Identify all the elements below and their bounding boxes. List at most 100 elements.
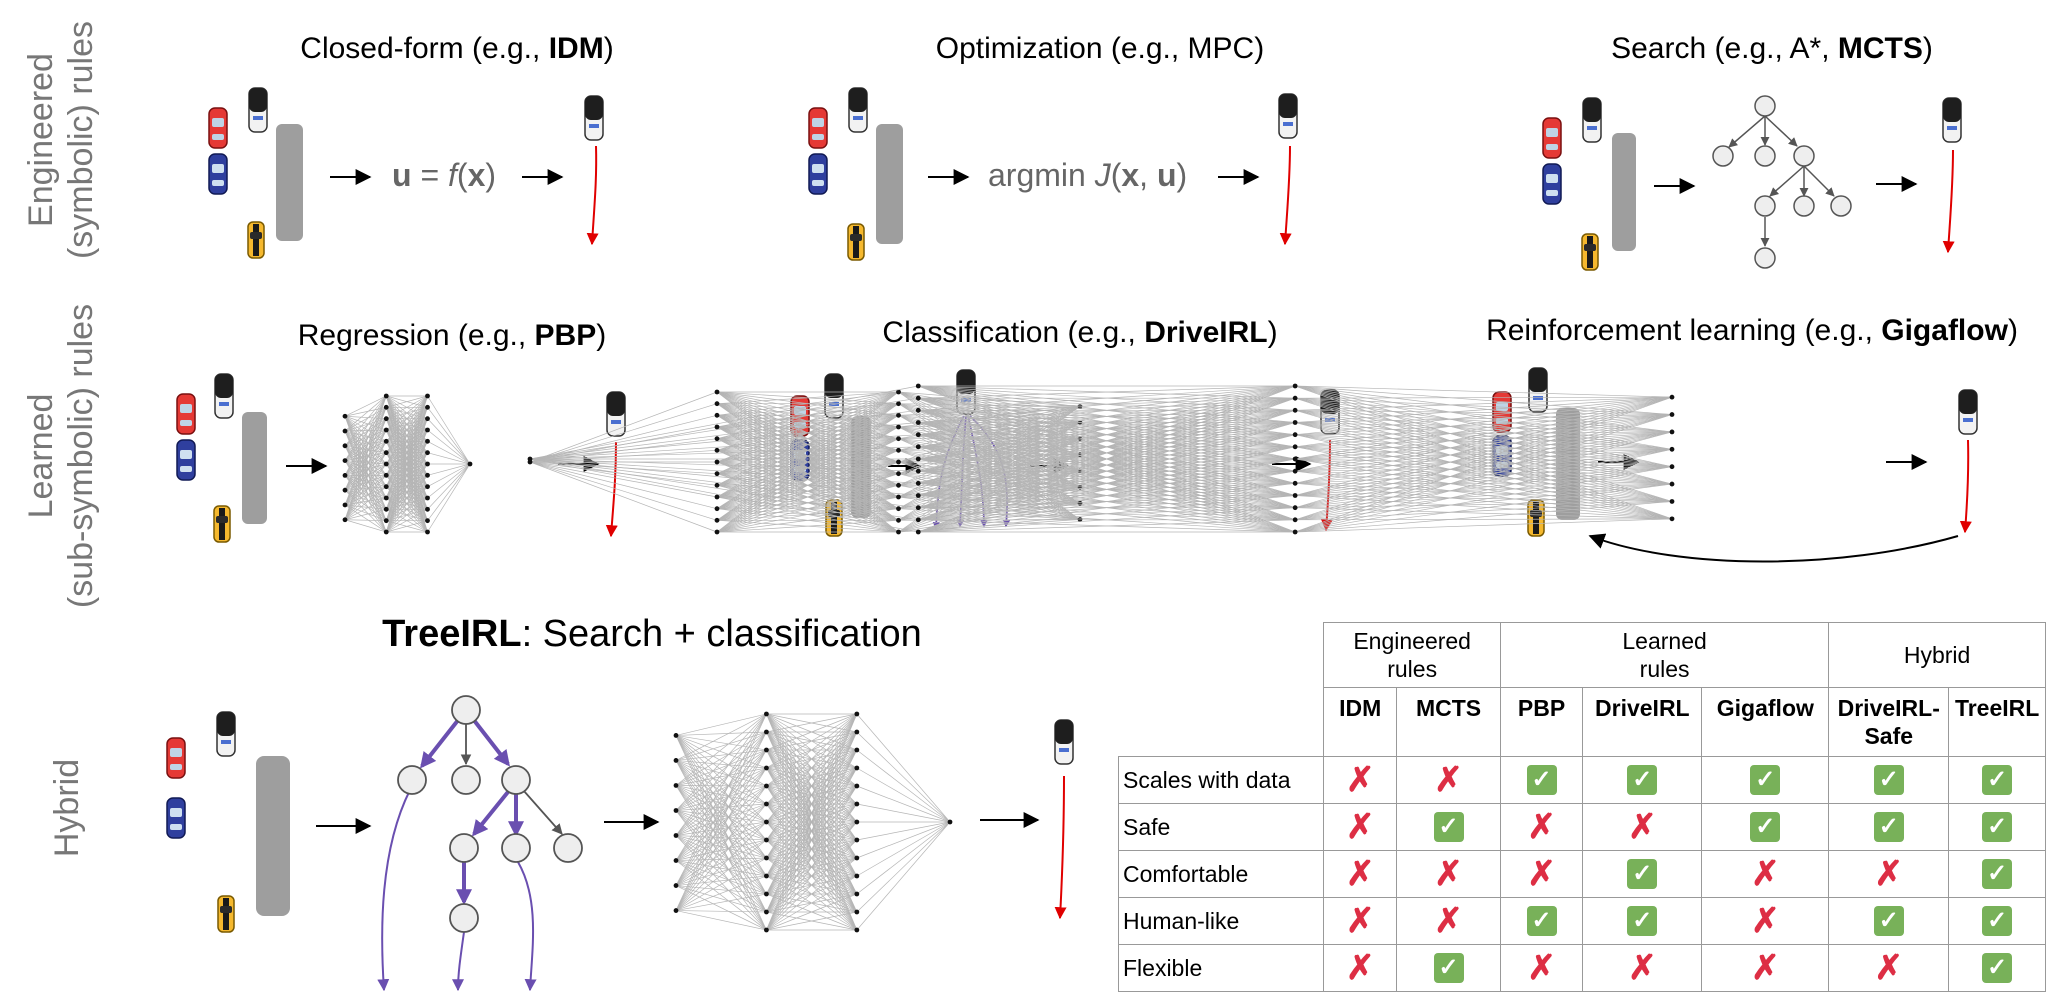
table-column-header: PBP [1499, 687, 1584, 757]
check-mark-icon: ✓ [1873, 765, 1904, 795]
car-icon [213, 505, 231, 543]
car-icon [214, 373, 234, 419]
nn-neuron-icon [425, 518, 430, 524]
nn-neuron-icon [425, 450, 430, 456]
table-value-cell: ✓ [1828, 756, 1950, 804]
table-value-cell: ✗ [1396, 756, 1501, 804]
tree-node-icon [501, 833, 531, 863]
neural-network [673, 711, 953, 933]
table-column-header: TreeIRL [1948, 687, 2046, 757]
row-label-learned-line1: Learned [22, 394, 60, 519]
table-criterion-cell: Comfortable [1117, 850, 1325, 898]
cross-mark-icon: ✗ [1751, 855, 1780, 893]
nn-neuron-icon [764, 729, 769, 735]
nn-neuron-icon [527, 456, 533, 462]
check-mark-icon: ✓ [1873, 906, 1904, 936]
car-icon [606, 391, 626, 437]
car-icon [584, 95, 604, 141]
panel-title-optimization: Optimization (e.g., MPC) [936, 32, 1264, 65]
table-value-cell: ✓ [1499, 756, 1584, 804]
nn-neuron-icon [854, 801, 860, 807]
cross-mark-icon: ✗ [1874, 949, 1904, 987]
table-group-label-line1: Engineered [1353, 628, 1471, 654]
cross-mark-icon: ✗ [1345, 808, 1375, 846]
table-criterion-cell: Safe [1117, 803, 1325, 851]
table-value-cell: ✗ [1582, 944, 1703, 992]
nn-neuron-icon [915, 480, 921, 486]
nn-neuron-icon [342, 443, 348, 449]
nn-neuron-icon [854, 873, 860, 879]
row-label-learned-line2: (sub-symbolic) rules [62, 304, 100, 608]
nn-neuron-icon [915, 444, 921, 450]
cross-mark-icon: ✗ [1434, 761, 1463, 799]
nn-neuron-icon [383, 506, 389, 512]
check-mark-icon: ✓ [1526, 906, 1557, 936]
nn-neuron-icon [673, 833, 679, 838]
nn-neuron-icon [896, 401, 901, 407]
tree-node-icon [397, 765, 427, 795]
nn-neuron-icon [714, 436, 720, 442]
formula-optimization: argmin J(x, u) [988, 157, 1187, 193]
nn-neuron-icon [1292, 432, 1298, 438]
car-icon [176, 439, 196, 481]
nn-neuron-icon [425, 461, 430, 467]
search-tree [1728, 115, 1835, 247]
nn-neuron-icon [896, 482, 901, 488]
nn-neuron-icon [714, 401, 720, 407]
nn-neuron-icon [383, 416, 389, 422]
nn-neuron-icon [896, 506, 901, 512]
nn-neuron-icon [947, 819, 953, 825]
nn-neuron-icon [896, 447, 901, 453]
nn-neuron-icon [896, 436, 901, 442]
cross-mark-icon: ✗ [1434, 902, 1463, 940]
nn-neuron-icon [915, 407, 921, 413]
wall-shape [256, 756, 290, 916]
check-mark-icon: ✓ [1982, 812, 2013, 842]
treeirl-branch-trajectories [377, 789, 537, 992]
nn-neuron-icon [896, 529, 901, 535]
tree-node-icon [553, 833, 583, 863]
table-column-header-line1: PBP [1517, 695, 1566, 721]
car-icon [1958, 389, 1978, 435]
table-value-cell: ✗ [1323, 803, 1398, 851]
table-value-cell: ✗ [1582, 803, 1703, 851]
table-column-header-line1: DriveIRL [1595, 695, 1690, 721]
check-mark-icon: ✓ [1526, 765, 1557, 795]
cross-mark-icon: ✗ [1874, 855, 1904, 893]
nn-neuron-icon [854, 747, 860, 753]
table-value-cell: ✗ [1323, 756, 1398, 804]
car-icon [808, 107, 828, 149]
nn-neuron-icon [896, 517, 901, 523]
table-column-header: Gigaflow [1701, 687, 1830, 757]
nn-neuron-icon [1292, 493, 1298, 498]
scene-regression [176, 373, 626, 543]
nn-neuron-icon [342, 472, 348, 478]
nn-neuron-icon [764, 873, 769, 879]
car-icon [1942, 97, 1962, 143]
nn-neuron-icon [915, 456, 921, 462]
nn-neuron-icon [425, 416, 430, 422]
table-value-cell: ✓ [1948, 850, 2046, 898]
panel-title-search: Search (e.g., A*, MCTS) [1611, 32, 1933, 65]
tree-node-icon [449, 903, 479, 933]
nn-neuron-icon [425, 506, 430, 512]
nn-neuron-icon [714, 517, 720, 523]
car-icon [166, 737, 186, 779]
nn-neuron-icon [383, 518, 389, 524]
scene-closed-form: u = f(x) [208, 87, 604, 259]
check-mark-icon: ✓ [1627, 859, 1658, 889]
nn-neuron-icon [425, 427, 430, 433]
table-value-cell: ✓ [1828, 897, 1950, 945]
nn-neuron-icon [425, 484, 430, 490]
table-group-label-line1: Hybrid [1903, 642, 1971, 668]
car-icon [247, 221, 265, 259]
row-label-engineered-line2: (symbolic) rules [62, 21, 100, 259]
table-value-cell: ✓ [1396, 803, 1501, 851]
nn-neuron-icon [854, 891, 860, 897]
nn-neuron-icon [714, 424, 720, 430]
formula-closed-form: u = f(x) [392, 157, 496, 193]
nn-neuron-icon [673, 808, 679, 813]
